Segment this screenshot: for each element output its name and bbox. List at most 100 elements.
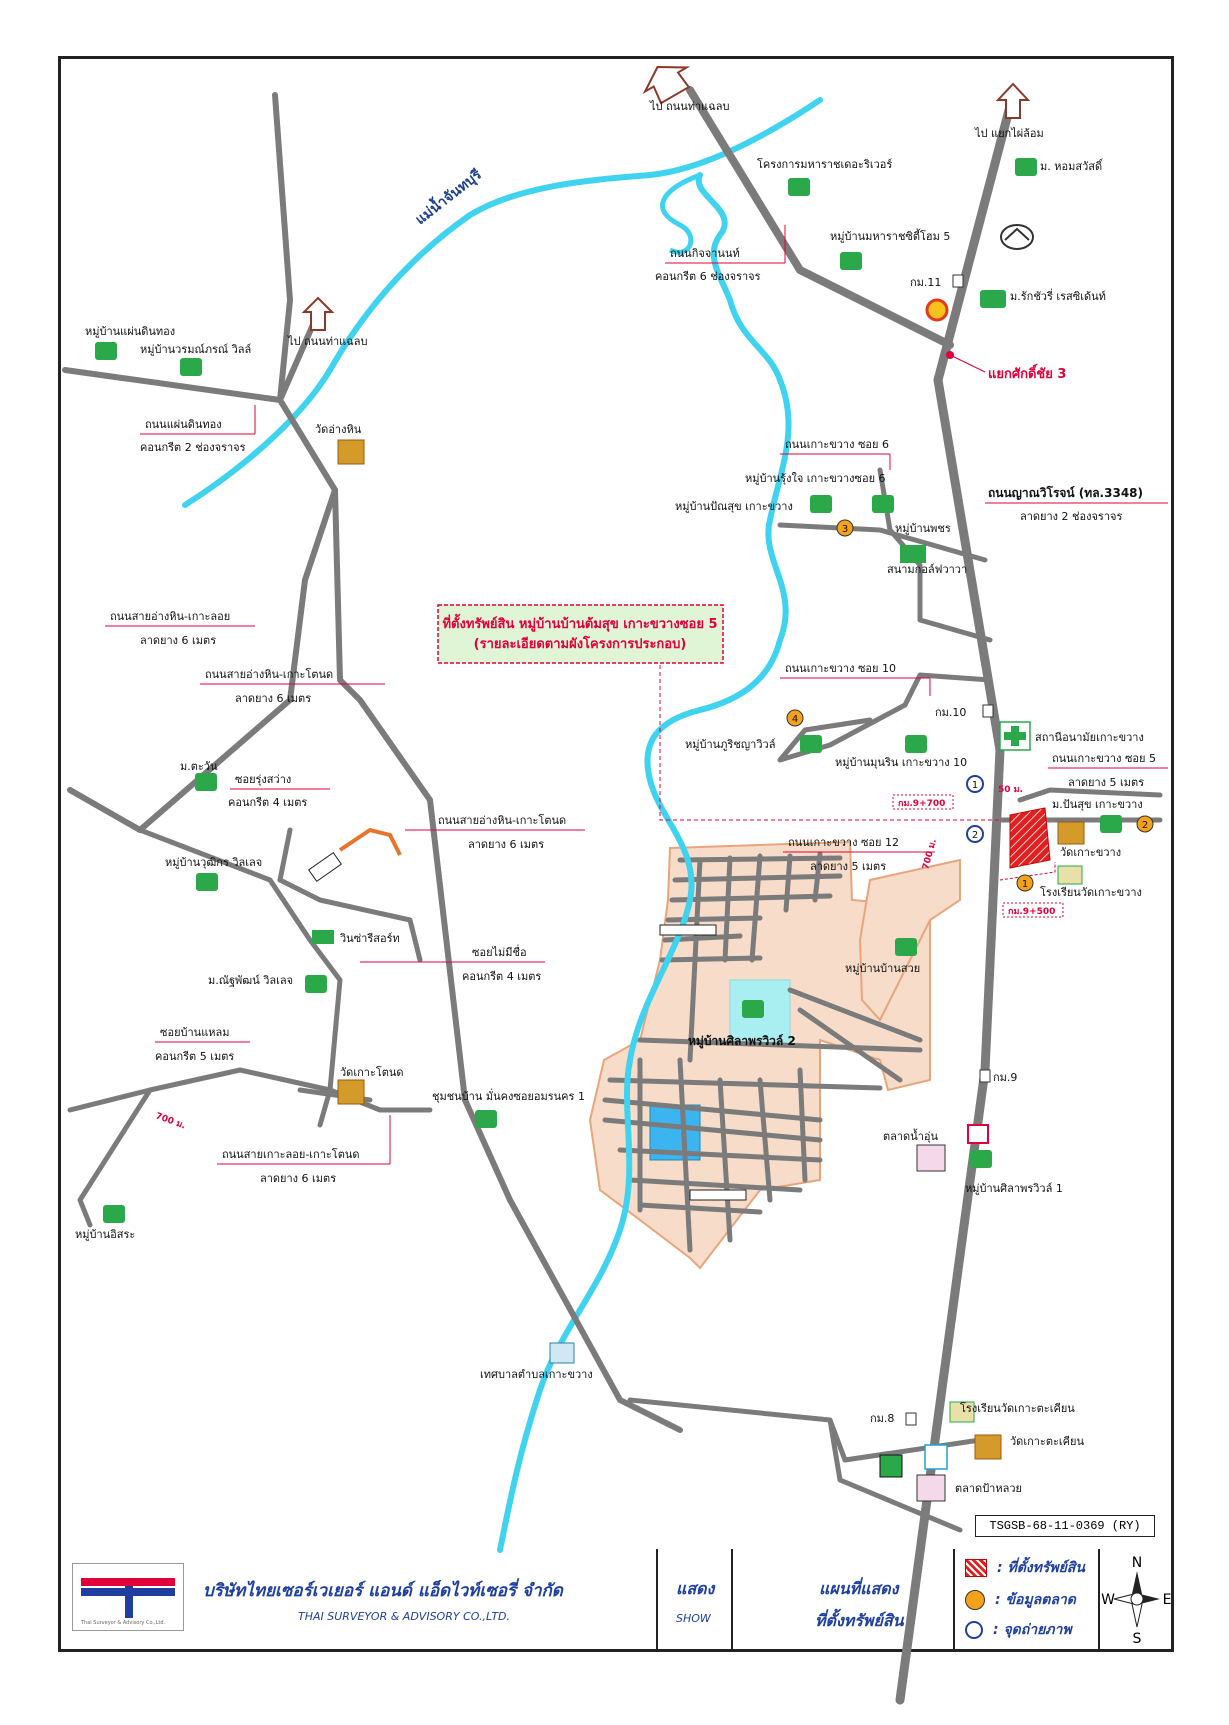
road-label: ซอยบ้านแหลม คอนกรีต 5 เมตร — [155, 1026, 250, 1063]
svg-text:ถนนเกาะขวาง ซอย 6: ถนนเกาะขวาง ซอย 6 — [785, 438, 889, 451]
market-data-marker: 2 — [1136, 815, 1154, 833]
place-label: หมู่บ้านบ้านสวย — [845, 962, 920, 975]
svg-text:ลาดยาง 6 เมตร: ลาดยาง 6 เมตร — [235, 692, 311, 705]
svg-text:ถนนเกาะขวาง ซอย 10: ถนนเกาะขวาง ซอย 10 — [785, 662, 896, 675]
building-icon — [308, 851, 747, 1201]
distance-label: 50 ม. — [998, 785, 1023, 795]
road-label: ถนนกิจจานนท์ คอนกรีต 6 ช่องจราจร — [655, 225, 786, 283]
global-house-icon — [879, 1454, 903, 1478]
road-label: ซอยไม่มีชื่อ คอนกรีต 4 เมตร — [360, 944, 545, 983]
subject-callout-line — [659, 665, 1000, 821]
road-soi6 — [777, 522, 988, 563]
market-icon — [916, 1144, 946, 1502]
main-road-name: ถนนญาณวิโรจน์ (ทล.3348) — [988, 485, 1143, 500]
svg-text:ถนนสายเกาะลอย-เกาะโตนด: ถนนสายเกาะลอย-เกาะโตนด — [222, 1147, 360, 1161]
svg-text:คอนกรีต 5 เมตร: คอนกรีต 5 เมตร — [155, 1050, 234, 1063]
place-labels: โครงการมหาราชเดอะริเวอร์ ม. หอมสวัสดิ์ ห… — [75, 157, 1144, 1495]
company-logo: Thai Surveyor & Advisory Co.,Ltd. — [72, 1563, 184, 1631]
show-label-en: SHOW — [676, 1612, 711, 1625]
river-loop — [660, 172, 701, 255]
svg-text:ถนนสายอ่างหิน-เกาะโตนด: ถนนสายอ่างหิน-เกาะโตนด — [205, 667, 333, 681]
road-kolloi — [67, 487, 338, 833]
road-label: ซอยรุ่งสว่าง คอนกรีต 4 เมตร — [228, 773, 330, 809]
svg-text:3: 3 — [842, 524, 848, 535]
svg-text:2: 2 — [972, 830, 978, 841]
svg-text:ถนนกิจจานนท์: ถนนกิจจานนท์ — [670, 247, 740, 260]
compass-n: N — [1132, 1555, 1142, 1571]
place-label: หมู่บ้านรุ้งใจ เกาะขวางซอย 6 — [745, 472, 886, 485]
place-label: หมู่บ้านปัณสุข เกาะขวาง — [675, 500, 793, 513]
show-label-th: แสดง — [676, 1579, 715, 1598]
direction-label: ไป ถนนท่าแฉลบ — [649, 100, 729, 113]
footer: Thai Surveyor & Advisory Co.,Ltd. บริษัท… — [58, 1549, 1174, 1652]
intersection-leader — [949, 354, 986, 373]
place-label: หมู่บ้านอิสระ — [75, 1228, 135, 1241]
svg-text:ซอยบ้านแหลม: ซอยบ้านแหลม — [160, 1026, 230, 1039]
road-phaendin — [62, 317, 318, 403]
school-icon — [1057, 865, 1083, 885]
subject-detail: (รายละเอียดตามผังโครงการประกอบ) — [474, 635, 687, 652]
arrow-up-icon — [301, 296, 335, 331]
company-name-th: บริษัทไทยเซอร์เวเยอร์ แอนด์ แอ็ดไวท์เซอร… — [203, 1581, 563, 1601]
svg-text:กม.9+500: กม.9+500 — [1008, 907, 1055, 917]
svg-text:ถนนสายอ่างหิน-เกาะโตนด: ถนนสายอ่างหิน-เกาะโตนด — [438, 813, 566, 827]
river-label: แม่น้ำจันทบุรี — [410, 163, 485, 228]
market-data-marker: 4 — [786, 709, 804, 727]
place-label: เทศบาลตำบลเกาะขวาง — [480, 1368, 593, 1381]
svg-text:ถนนเกาะขวาง ซอย 12: ถนนเกาะขวาง ซอย 12 — [788, 836, 899, 849]
footer-title-cell: แผนที่แสดง ที่ตั้งทรัพย์สิน — [733, 1549, 955, 1652]
km-marker: กม.9+500 — [1002, 902, 1064, 918]
road-label: ถนนสายอ่างหิน-เกาะลอย ลาดยาง 6 เมตร — [105, 610, 255, 647]
footer-compass-cell: N S W E — [1100, 1549, 1174, 1652]
compass-w: W — [1101, 1592, 1115, 1608]
temple-icon — [337, 439, 1085, 1460]
svg-text:คอนกรีต 2 ช่องจราจร: คอนกรีต 2 ช่องจราจร — [140, 441, 246, 454]
road-label: ถนนสายเกาะลอย-เกาะโตนด ลาดยาง 6 เมตร — [217, 1115, 391, 1185]
footer-company-cell: Thai Surveyor & Advisory Co.,Ltd. บริษัท… — [58, 1549, 658, 1652]
svg-text:1: 1 — [972, 780, 978, 791]
compass-icon: N S W E — [1101, 1555, 1171, 1647]
place-label: วินซ่ารีสอร์ท — [339, 932, 400, 945]
road-label: ถนนเกาะขวาง ซอย 10 — [780, 662, 931, 696]
school-icon — [949, 1401, 975, 1423]
municipality-icon — [549, 1342, 575, 1364]
road-orange-segment — [338, 827, 402, 856]
svg-text:4: 4 — [792, 714, 798, 725]
subject-hatch-icon — [965, 1559, 987, 1577]
svg-text:ลาดยาง 6 เมตร: ลาดยาง 6 เมตร — [468, 838, 544, 851]
lotus-icon — [924, 1444, 948, 1470]
map-title-line1: แผนที่แสดง — [819, 1579, 899, 1598]
place-label: หมู่บ้านศิลาพรวิวล์ 2 — [688, 1034, 796, 1049]
distance-label: 700 ม. — [154, 1111, 187, 1131]
place-label: หมู่บ้านภูริชญาวิวล์ — [685, 738, 775, 751]
svg-text:ลาดยาง 6 เมตร: ลาดยาง 6 เมตร — [140, 634, 216, 647]
footer-legend-cell: : ที่ตั้งทรัพย์สิน : ข้อมูลตลาด : จุดถ่า… — [955, 1549, 1100, 1652]
logo-caption: Thai Surveyor & Advisory Co.,Ltd. — [81, 1620, 166, 1626]
place-label: ม.ตะวัน — [180, 760, 218, 773]
km-post-icon — [905, 274, 994, 1426]
road-kolloi-tonod — [67, 1067, 433, 1113]
village-icon — [95, 158, 1122, 1223]
reference-code: TSGSB-68-11-0369 (RY) — [975, 1515, 1155, 1537]
place-label: กม.11 — [910, 276, 941, 289]
road-soi10 — [777, 672, 993, 763]
place-label: ม.ณัฐพัฒน์ วิลเลจ — [208, 974, 293, 987]
road-label: ถนนเกาะขวาง ซอย 12 ลาดยาง 5 เมตร — [783, 836, 935, 873]
svg-text:คอนกรีต 4 เมตร: คอนกรีต 4 เมตร — [462, 970, 541, 983]
legend-label: : ข้อมูลตลาด — [995, 1592, 1076, 1608]
arrow-up-icon — [642, 65, 691, 105]
subject-property — [1009, 807, 1051, 869]
road-south-branch — [827, 1417, 963, 1533]
place-label: ม.รักชัวรี่ เรสซิเด้นท์ — [1010, 288, 1106, 303]
place-label: สนามกอล์ฟวาวา — [887, 563, 967, 576]
subject-title: ที่ตั้งทรัพย์สิน หมู่บ้านบ้านต้มสุข เกาะ… — [442, 613, 717, 632]
svg-text:ลาดยาง 5 เมตร: ลาดยาง 5 เมตร — [810, 860, 886, 873]
shell-icon — [925, 298, 949, 322]
place-label: หมู่บ้านมหาราชซิตี้โฮม 5 — [830, 228, 950, 243]
svg-text:ลาดยาง 5 เมตร: ลาดยาง 5 เมตร — [1068, 776, 1144, 789]
place-label: ชุมชนบ้าน มั่นคงซอยอมรนคร 1 — [432, 1088, 585, 1103]
svg-text:กม.9+700: กม.9+700 — [898, 799, 945, 809]
legend-label: : จุดถ่ายภาพ — [993, 1622, 1072, 1638]
road-nameless — [277, 827, 423, 963]
road-isara — [77, 1087, 153, 1228]
